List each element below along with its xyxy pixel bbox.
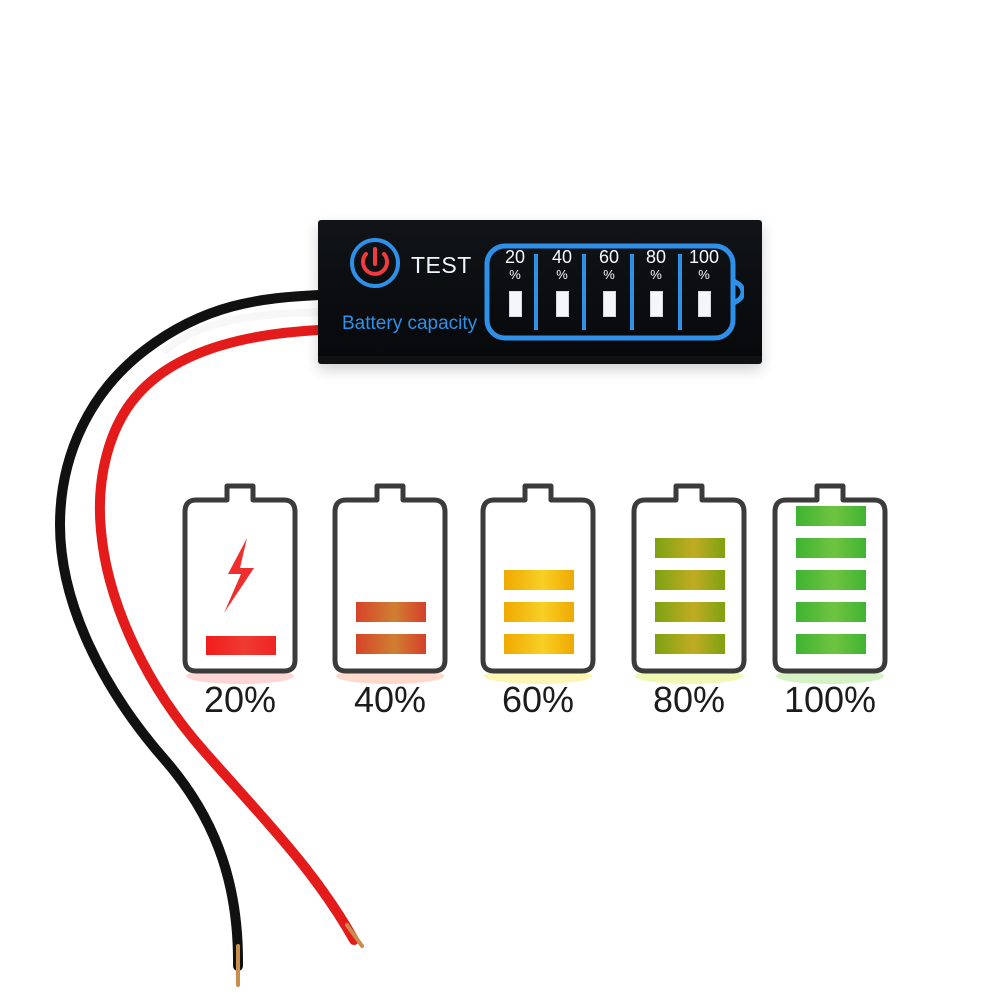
battery-indicator-100: 100%	[770, 478, 890, 738]
battery-indicator-60: 60%	[478, 478, 598, 738]
battery-capacity-label: Battery capacity	[342, 313, 478, 334]
led-level-80: 80 %	[636, 248, 676, 334]
lightning-icon	[224, 538, 254, 613]
led-light	[697, 291, 711, 317]
battery-indicator-label: 20%	[203, 679, 277, 720]
led-level-unit: %	[698, 267, 710, 282]
led-light	[508, 291, 522, 317]
led-level-100: 100 %	[684, 248, 724, 334]
led-level-value: 100	[688, 247, 720, 267]
red-wire-copper-tip	[345, 923, 364, 948]
led-level-60: 60 %	[589, 248, 629, 334]
led-level-unit: %	[509, 267, 521, 282]
white-wire	[162, 308, 322, 354]
battery-icon	[332, 483, 448, 684]
led-light	[649, 291, 663, 317]
battery-indicator-40: 40%	[330, 478, 450, 738]
led-battery-outline-icon	[484, 243, 744, 341]
led-level-unit: %	[650, 267, 662, 282]
battery-indicator-label: 40%	[353, 679, 427, 720]
led-light	[602, 291, 616, 317]
battery-indicator-label: 60%	[501, 679, 575, 720]
led-level-value: 20	[504, 247, 526, 267]
battery-indicator-80: 80%	[629, 478, 749, 738]
led-level-value: 40	[551, 247, 573, 267]
battery-icon	[480, 483, 596, 684]
led-level-unit: %	[556, 267, 568, 282]
led-level-40: 40 %	[542, 248, 582, 334]
led-light	[555, 291, 569, 317]
led-level-value: 60	[598, 247, 620, 267]
led-level-value: 80	[645, 247, 667, 267]
battery-indicator-label: 80%	[652, 679, 726, 720]
power-icon	[350, 238, 400, 288]
battery-icon	[182, 483, 298, 684]
led-level-unit: %	[603, 267, 615, 282]
battery-indicator-20: 20%	[180, 478, 300, 738]
battery-icon	[631, 483, 747, 684]
test-label: TEST	[411, 252, 472, 278]
battery-icon	[772, 483, 888, 684]
led-level-20: 20 %	[495, 248, 535, 334]
battery-indicator-label: 100%	[783, 679, 877, 720]
